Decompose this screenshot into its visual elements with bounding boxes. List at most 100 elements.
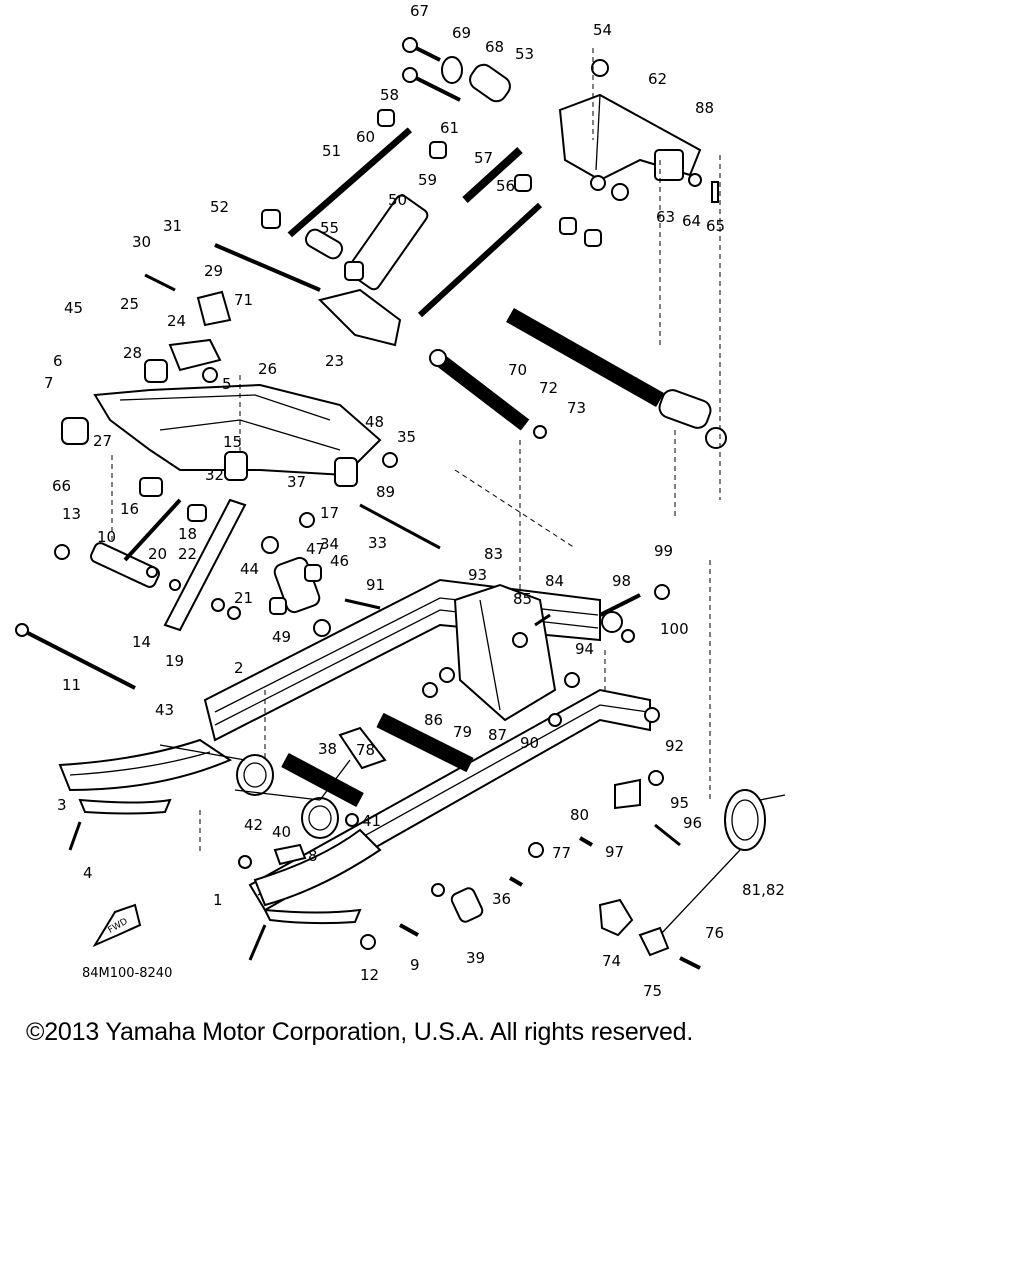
- callout-48: 48: [365, 413, 384, 431]
- callout-25: 25: [120, 295, 139, 313]
- callout-24: 24: [167, 312, 186, 330]
- callout-34: 34: [320, 535, 339, 553]
- callout-39: 39: [466, 949, 485, 967]
- callout-6: 6: [53, 352, 63, 370]
- callout-52: 52: [210, 198, 229, 216]
- callout-50: 50: [388, 191, 407, 209]
- callout-86: 86: [424, 711, 443, 729]
- callout-68: 68: [485, 38, 504, 56]
- callout-95: 95: [670, 794, 689, 812]
- callout-16: 16: [120, 500, 139, 518]
- callout-58: 58: [380, 86, 399, 104]
- callout-61: 61: [440, 119, 459, 137]
- callout-7: 7: [44, 374, 54, 392]
- callout-92: 92: [665, 737, 684, 755]
- callout-1: 1: [213, 891, 223, 909]
- callout-3: 3: [57, 796, 67, 814]
- callout-12: 12: [360, 966, 379, 984]
- callout-29: 29: [204, 262, 223, 280]
- callout-90: 90: [520, 734, 539, 752]
- callout-22: 22: [178, 545, 197, 563]
- callout-23: 23: [325, 352, 344, 370]
- callout-76: 76: [705, 924, 724, 942]
- callout-33: 33: [368, 534, 387, 552]
- callout-37: 37: [287, 473, 306, 491]
- callout-67: 67: [410, 2, 429, 20]
- callout-72: 72: [539, 379, 558, 397]
- callout-49: 49: [272, 628, 291, 646]
- callout-8: 8: [308, 847, 318, 865]
- callout-83: 83: [484, 545, 503, 563]
- callout-18: 18: [178, 525, 197, 543]
- callout-30: 30: [132, 233, 151, 251]
- callout-55: 55: [320, 219, 339, 237]
- callout-44: 44: [240, 560, 259, 578]
- callout-88: 88: [695, 99, 714, 117]
- slide-rails: [58, 440, 786, 970]
- callout-14: 14: [132, 633, 151, 651]
- callout-13: 13: [62, 505, 81, 523]
- callout-93: 93: [468, 566, 487, 584]
- callout-28: 28: [123, 344, 142, 362]
- callout-10: 10: [97, 528, 116, 546]
- callout-36: 36: [492, 890, 511, 908]
- callout-41: 41: [362, 812, 381, 830]
- callout-63: 63: [656, 208, 675, 226]
- callout-4: 4: [83, 864, 93, 882]
- callout-15: 15: [223, 433, 242, 451]
- callout-80: 80: [570, 806, 589, 824]
- callout-21: 21: [234, 589, 253, 607]
- callout-96: 96: [683, 814, 702, 832]
- callout-87: 87: [488, 726, 507, 744]
- callout-9: 9: [410, 956, 420, 974]
- callout-43: 43: [155, 701, 174, 719]
- callout-84: 84: [545, 572, 564, 590]
- callout-54: 54: [593, 21, 612, 39]
- callout-74: 74: [602, 952, 621, 970]
- front-arm-assembly: [15, 290, 398, 690]
- callout-17: 17: [320, 504, 339, 522]
- copyright-notice: ©2013 Yamaha Motor Corporation, U.S.A. A…: [26, 1018, 694, 1046]
- diagram-code: 84M100-8240: [82, 966, 172, 981]
- callout-60: 60: [356, 128, 375, 146]
- callout-70: 70: [508, 361, 527, 379]
- callout-27: 27: [93, 432, 112, 450]
- callout-42: 42: [244, 816, 263, 834]
- callout-78: 78: [356, 741, 375, 759]
- callout-99: 99: [654, 542, 673, 560]
- callout-31: 31: [163, 217, 182, 235]
- callout-89: 89: [376, 483, 395, 501]
- callout-45: 45: [64, 299, 83, 317]
- callout-66: 66: [52, 477, 71, 495]
- callout-77: 77: [552, 844, 571, 862]
- upper-arm-assembly: [144, 37, 727, 520]
- callout-81-82: 81,82: [742, 881, 785, 899]
- callout-100: 100: [660, 620, 689, 638]
- callout-5: 5: [222, 375, 232, 393]
- callout-53: 53: [515, 45, 534, 63]
- callout-46: 46: [330, 552, 349, 570]
- callout-20: 20: [148, 545, 167, 563]
- callout-59: 59: [418, 171, 437, 189]
- callout-71: 71: [234, 291, 253, 309]
- callout-47: 47: [306, 540, 325, 558]
- callout-38: 38: [318, 740, 337, 758]
- callout-19: 19: [165, 652, 184, 670]
- fwd-arrow-icon: FWD: [92, 903, 142, 948]
- callout-2: 2: [234, 659, 244, 677]
- callout-97: 97: [605, 843, 624, 861]
- callout-57: 57: [474, 149, 493, 167]
- callout-11: 11: [62, 676, 81, 694]
- callout-98: 98: [612, 572, 631, 590]
- callout-91: 91: [366, 576, 385, 594]
- callout-73: 73: [567, 399, 586, 417]
- callout-40: 40: [272, 823, 291, 841]
- callout-62: 62: [648, 70, 667, 88]
- callout-79: 79: [453, 723, 472, 741]
- callout-35: 35: [397, 428, 416, 446]
- callout-32: 32: [205, 466, 224, 484]
- callout-65: 65: [706, 217, 725, 235]
- callout-69: 69: [452, 24, 471, 42]
- callout-85: 85: [513, 590, 532, 608]
